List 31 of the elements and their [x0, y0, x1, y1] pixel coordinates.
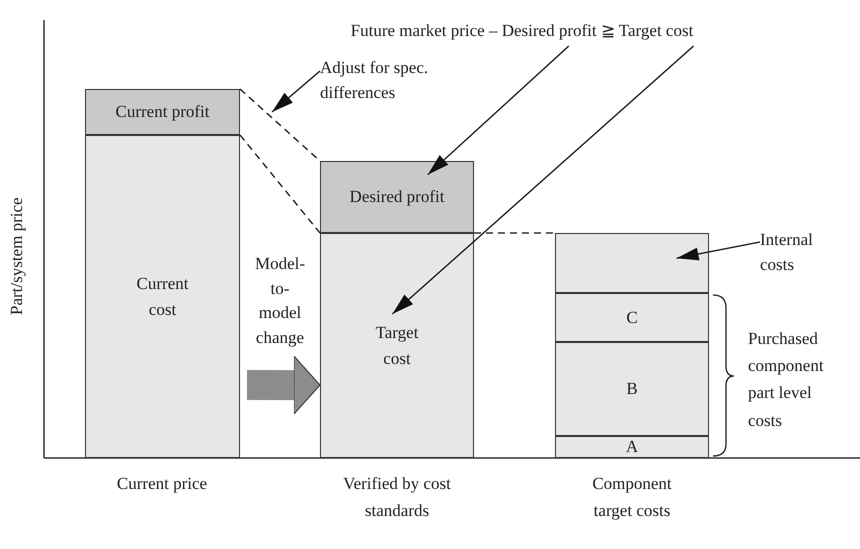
- segment-label: Target cost: [374, 322, 420, 370]
- annotation-text: Adjust for spec. differences: [320, 56, 440, 106]
- segment-label: C: [626, 306, 638, 329]
- arrow: [427, 46, 570, 176]
- cost-segment: [555, 293, 709, 342]
- arrow: [272, 70, 320, 112]
- dashed-line: [474, 232, 555, 234]
- arrow: [676, 241, 760, 260]
- segment-label: Desired profit: [350, 186, 444, 208]
- profit-segment: [85, 89, 240, 135]
- bracket-label: Purchased component part level costs: [748, 328, 825, 432]
- segment-label: B: [626, 378, 638, 400]
- cost-segment: [555, 342, 709, 436]
- cost-segment: [320, 233, 474, 458]
- profit-segment: [320, 161, 474, 233]
- axis-label: Part/system price: [7, 196, 27, 315]
- column-label: Component target costs: [591, 473, 673, 522]
- edge-label: Model-to-model change: [254, 253, 306, 349]
- cost-segment: [555, 233, 709, 293]
- dashed-line: [240, 134, 320, 234]
- arrow: [392, 46, 694, 314]
- annotation-text: Internal costs: [760, 228, 850, 278]
- cost-segment: [555, 436, 709, 458]
- segment-label: Current profit: [116, 101, 210, 124]
- block-arrow: [247, 356, 320, 415]
- column-label: Verified by cost standards: [342, 473, 452, 522]
- segment-label: Current cost: [136, 273, 190, 320]
- formula-text: Future market price – Desired profit ≧ Target cost: [262, 19, 782, 44]
- cost-segment: [85, 135, 240, 458]
- segment-label: A: [626, 436, 638, 458]
- column-label: Current price: [116, 473, 208, 495]
